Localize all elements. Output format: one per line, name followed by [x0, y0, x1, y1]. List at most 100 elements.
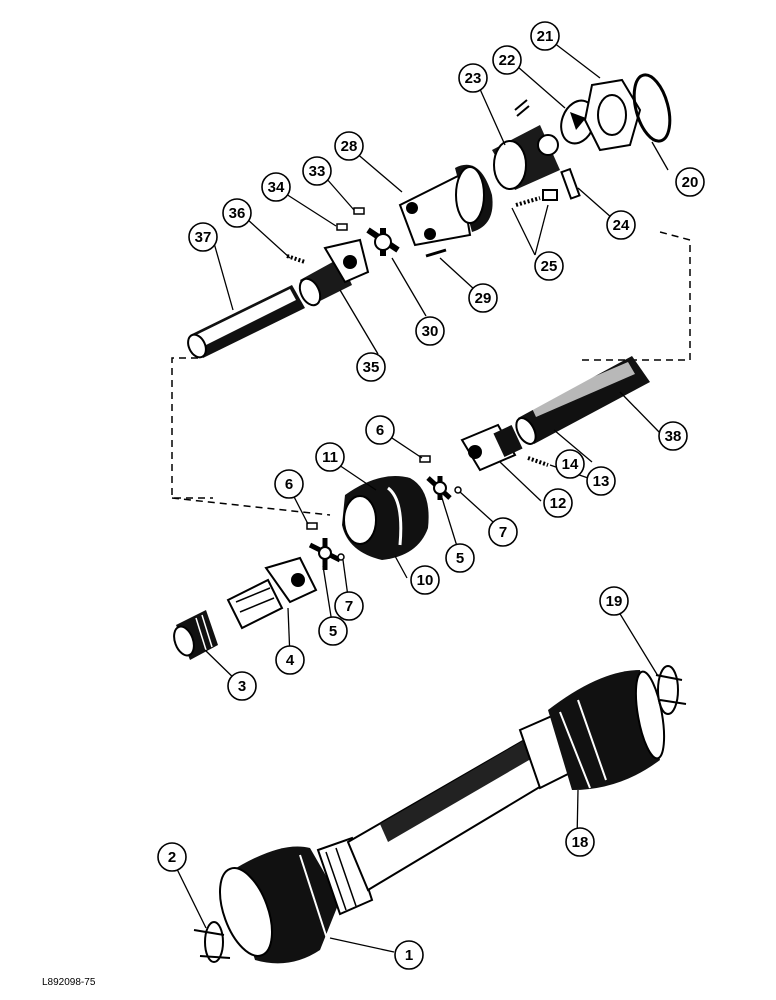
callout-5: 5 — [318, 616, 348, 646]
callout-circle — [261, 172, 291, 202]
callout-circle — [534, 251, 564, 281]
callout-labels: 1234556677101112131418192021222324252829… — [157, 21, 705, 970]
callout-24: 24 — [606, 210, 636, 240]
callout-circle — [675, 167, 705, 197]
leader-lines — [171, 35, 669, 953]
callout-1: 1 — [394, 940, 424, 970]
callout-circle — [394, 940, 424, 970]
callout-6: 6 — [365, 415, 395, 445]
yoke-part-4 — [226, 556, 318, 630]
callout-number: 22 — [499, 52, 516, 69]
callout-number: 2 — [168, 849, 176, 866]
callout-28: 28 — [334, 131, 364, 161]
callout-number: 34 — [268, 179, 285, 196]
callout-37: 37 — [188, 222, 218, 252]
dashed-connector-line-2 — [171, 497, 331, 516]
callout-11: 11 — [315, 442, 345, 472]
callout-circle — [274, 469, 304, 499]
callout-7: 7 — [488, 517, 518, 547]
callout-number: 5 — [456, 550, 464, 567]
tube-part-37 — [187, 285, 305, 359]
callout-18: 18 — [565, 827, 595, 857]
callout-circle — [315, 442, 345, 472]
pin-part-24 — [560, 167, 581, 200]
ring-part-6-lower — [306, 522, 318, 530]
cross-part-30 — [366, 227, 400, 256]
callout-number: 35 — [363, 359, 380, 376]
ring-part-7-upper — [454, 486, 462, 494]
callout-number: 4 — [286, 652, 295, 669]
ring-part-34 — [336, 223, 348, 231]
cross-part-5-upper — [426, 476, 452, 500]
callout-circle — [157, 842, 187, 872]
spring-part-13 — [527, 456, 549, 467]
callout-12: 12 — [543, 488, 573, 518]
callout-circle — [445, 543, 475, 573]
callout-circle — [468, 283, 498, 313]
callout-number: 25 — [541, 258, 558, 275]
spring-part-36 — [286, 254, 306, 264]
callout-circle — [565, 827, 595, 857]
callout-number: 36 — [229, 205, 246, 222]
callout-30: 30 — [415, 316, 445, 346]
callout-circle — [222, 198, 252, 228]
callout-36: 36 — [222, 198, 252, 228]
callout-number: 29 — [475, 290, 492, 307]
callout-10: 10 — [410, 565, 440, 595]
callout-circle — [334, 131, 364, 161]
collar-part-3 — [173, 610, 218, 660]
callout-23: 23 — [458, 63, 488, 93]
callout-35: 35 — [356, 352, 386, 382]
ring-part-33 — [353, 207, 365, 215]
callout-circle — [555, 449, 585, 479]
callout-number: 11 — [322, 449, 338, 466]
callout-number: 12 — [550, 495, 567, 512]
callout-7: 7 — [334, 591, 364, 621]
callout-19: 19 — [599, 586, 629, 616]
hub-part-23 — [492, 99, 560, 190]
callout-33: 33 — [302, 156, 332, 186]
callout-5: 5 — [445, 543, 475, 573]
callout-number: 14 — [562, 456, 579, 473]
callout-circle — [410, 565, 440, 595]
callout-34: 34 — [261, 172, 291, 202]
yoke-part-12 — [460, 423, 523, 472]
callout-circle — [658, 421, 688, 451]
spring-keys-part-25 — [515, 189, 558, 207]
callout-number: 37 — [195, 229, 212, 246]
callout-21: 21 — [530, 21, 560, 51]
callout-number: 10 — [417, 572, 434, 589]
callout-number: 28 — [341, 138, 358, 155]
callout-25: 25 — [534, 251, 564, 281]
callout-2: 2 — [157, 842, 187, 872]
callout-number: 30 — [422, 323, 439, 340]
callout-number: 5 — [329, 623, 337, 640]
callout-number: 1 — [405, 947, 413, 964]
callout-number: 21 — [537, 28, 554, 45]
callout-38: 38 — [658, 421, 688, 451]
callout-6: 6 — [274, 469, 304, 499]
callout-circle — [586, 466, 616, 496]
callout-number: 38 — [665, 428, 682, 445]
callout-circle — [606, 210, 636, 240]
figure-code: L892098-75 — [42, 977, 96, 988]
pin-part-29 — [425, 248, 447, 258]
callout-13: 13 — [586, 466, 616, 496]
callout-29: 29 — [468, 283, 498, 313]
plate-part-21 — [583, 78, 642, 152]
shield-assembly — [193, 665, 687, 964]
ring-part-7-lower — [337, 553, 345, 561]
callout-circle — [415, 316, 445, 346]
callout-circle — [365, 415, 395, 445]
callout-circle — [458, 63, 488, 93]
yoke-part-35 — [298, 238, 370, 307]
callout-circle — [530, 21, 560, 51]
callout-circle — [488, 517, 518, 547]
callout-number: 6 — [285, 476, 293, 493]
ring-part-6-upper — [419, 455, 431, 463]
yoke-part-28 — [398, 164, 493, 247]
callout-circle — [492, 45, 522, 75]
callout-22: 22 — [492, 45, 522, 75]
callout-circle — [599, 586, 629, 616]
